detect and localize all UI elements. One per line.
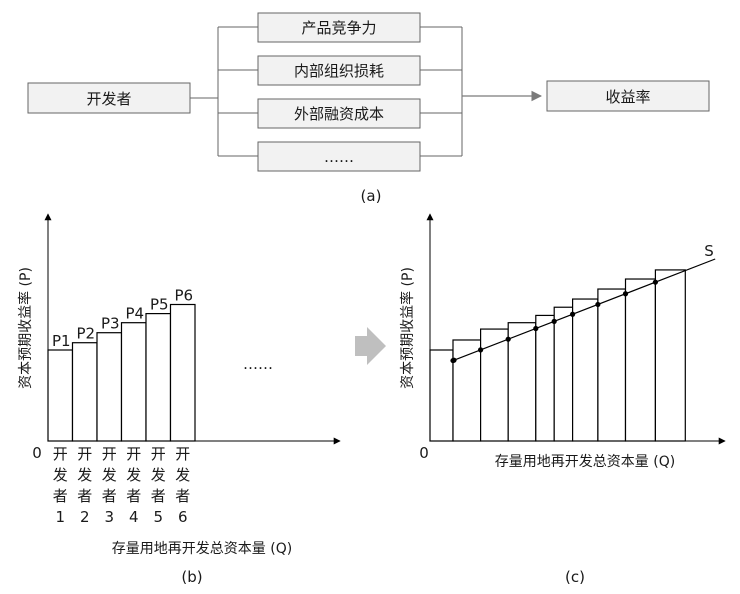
factor-label: 外部融资成本 — [294, 105, 384, 123]
intersection-point — [551, 318, 557, 324]
supply-line-label: S — [704, 242, 714, 260]
developer-tick-label: 发 — [77, 466, 92, 484]
factor-label: 内部组织损耗 — [294, 62, 384, 80]
supply-line-c — [450, 258, 716, 364]
bar-b — [120, 322, 147, 442]
factor-label: …… — [324, 148, 354, 166]
supply-line — [451, 258, 716, 362]
chart-c: 资本预期收益率 (P) 0 S 存量用地再开发总资本量 (Q) (c) — [399, 213, 726, 586]
origin-label-c: 0 — [419, 444, 429, 462]
y-axis-label-c: 资本预期收益率 (P) — [399, 267, 416, 389]
x-axis-label-c: 存量用地再开发总资本量 (Q) — [495, 454, 675, 470]
developer-tick-label: 者 — [102, 487, 117, 505]
intersection-point — [595, 301, 601, 308]
transition-arrow-icon — [355, 327, 386, 365]
caption-b: (b) — [181, 568, 202, 586]
developer-tick-label: 开 — [126, 445, 141, 463]
developer-tick-label: 者 — [126, 487, 141, 505]
bar-value-label: P5 — [150, 296, 169, 314]
caption-c: (c) — [565, 568, 585, 586]
developer-tick-label: 者 — [77, 487, 92, 505]
developer-tick-label: 开 — [53, 445, 68, 463]
bars-b — [47, 303, 196, 442]
bar-c — [597, 288, 627, 442]
bar-value-label: P2 — [76, 325, 95, 343]
developer-tick-label: 3 — [104, 508, 114, 526]
developer-tick-label: 发 — [151, 466, 166, 484]
bar-c — [452, 339, 482, 442]
developer-tick-label: 2 — [80, 508, 90, 526]
factor-label: 产品竞争力 — [301, 19, 376, 37]
bar-b — [47, 349, 74, 442]
bar-c — [429, 349, 454, 442]
developer-tick-label: 开 — [151, 445, 166, 463]
intersection-point — [505, 336, 511, 342]
developer-box — [27, 82, 191, 114]
origin-label-b: 0 — [32, 444, 42, 462]
developer-tick-label: 5 — [153, 508, 163, 526]
developer-tick-label: 发 — [102, 466, 117, 484]
bar-c — [507, 322, 537, 442]
developer-tick-label: 发 — [126, 466, 141, 484]
bar-labels-b: P1 P2 P3 P4 P5 P6 — [52, 287, 193, 351]
developer-label: 开发者 — [86, 90, 131, 108]
bar-value-label: P6 — [174, 287, 193, 305]
bars-c — [429, 269, 686, 442]
intersection-point — [622, 291, 629, 297]
bar-b — [96, 332, 123, 442]
developer-tick-label: 发 — [53, 466, 68, 484]
developer-tick-label: 开 — [77, 445, 92, 463]
intersection-point — [451, 357, 457, 363]
factor-box-ellipsis — [257, 141, 421, 172]
bar-value-label: P3 — [101, 315, 120, 333]
bar-b — [169, 303, 196, 442]
bar-c — [480, 328, 509, 442]
bar-c — [571, 298, 599, 442]
ellipsis-b: …… — [243, 355, 273, 373]
result-box — [546, 80, 710, 112]
y-axis-label-b: 资本预期收益率 (P) — [17, 267, 34, 389]
bar-c — [624, 278, 656, 442]
caption-a: (a) — [361, 187, 382, 205]
bar-b — [71, 342, 98, 442]
developer-tick-label: 者 — [53, 487, 68, 505]
bar-value-label: P4 — [125, 305, 144, 323]
intersection-point — [533, 325, 539, 332]
bar-b — [145, 313, 172, 442]
factor-box-external-financing — [257, 98, 421, 129]
bar-c — [553, 306, 574, 442]
developer-tick-label: 者 — [151, 487, 166, 505]
bar-c — [654, 269, 686, 442]
intersection-point — [652, 279, 659, 285]
result-label: 收益率 — [605, 88, 650, 106]
developer-tick-label: 6 — [178, 508, 188, 526]
developer-tick-label: 开 — [175, 445, 190, 463]
developer-tick-label: 1 — [55, 508, 65, 526]
bar-value-label: P1 — [52, 332, 71, 350]
developer-tick-label: 4 — [129, 508, 139, 526]
developer-tick-label: 开 — [102, 445, 117, 463]
developer-tick-label: 发 — [175, 466, 190, 484]
developer-tick-label: 者 — [175, 487, 190, 505]
intersection-point — [570, 311, 576, 317]
bar-c — [535, 314, 555, 442]
intersection-point — [478, 347, 484, 353]
x-axis-label-b: 存量用地再开发总资本量 (Q) — [112, 541, 292, 557]
factor-diagram: 开发者 产品竞争力 内部组织损耗 外部融资成本 …… 收益率 (a) — [27, 12, 710, 205]
